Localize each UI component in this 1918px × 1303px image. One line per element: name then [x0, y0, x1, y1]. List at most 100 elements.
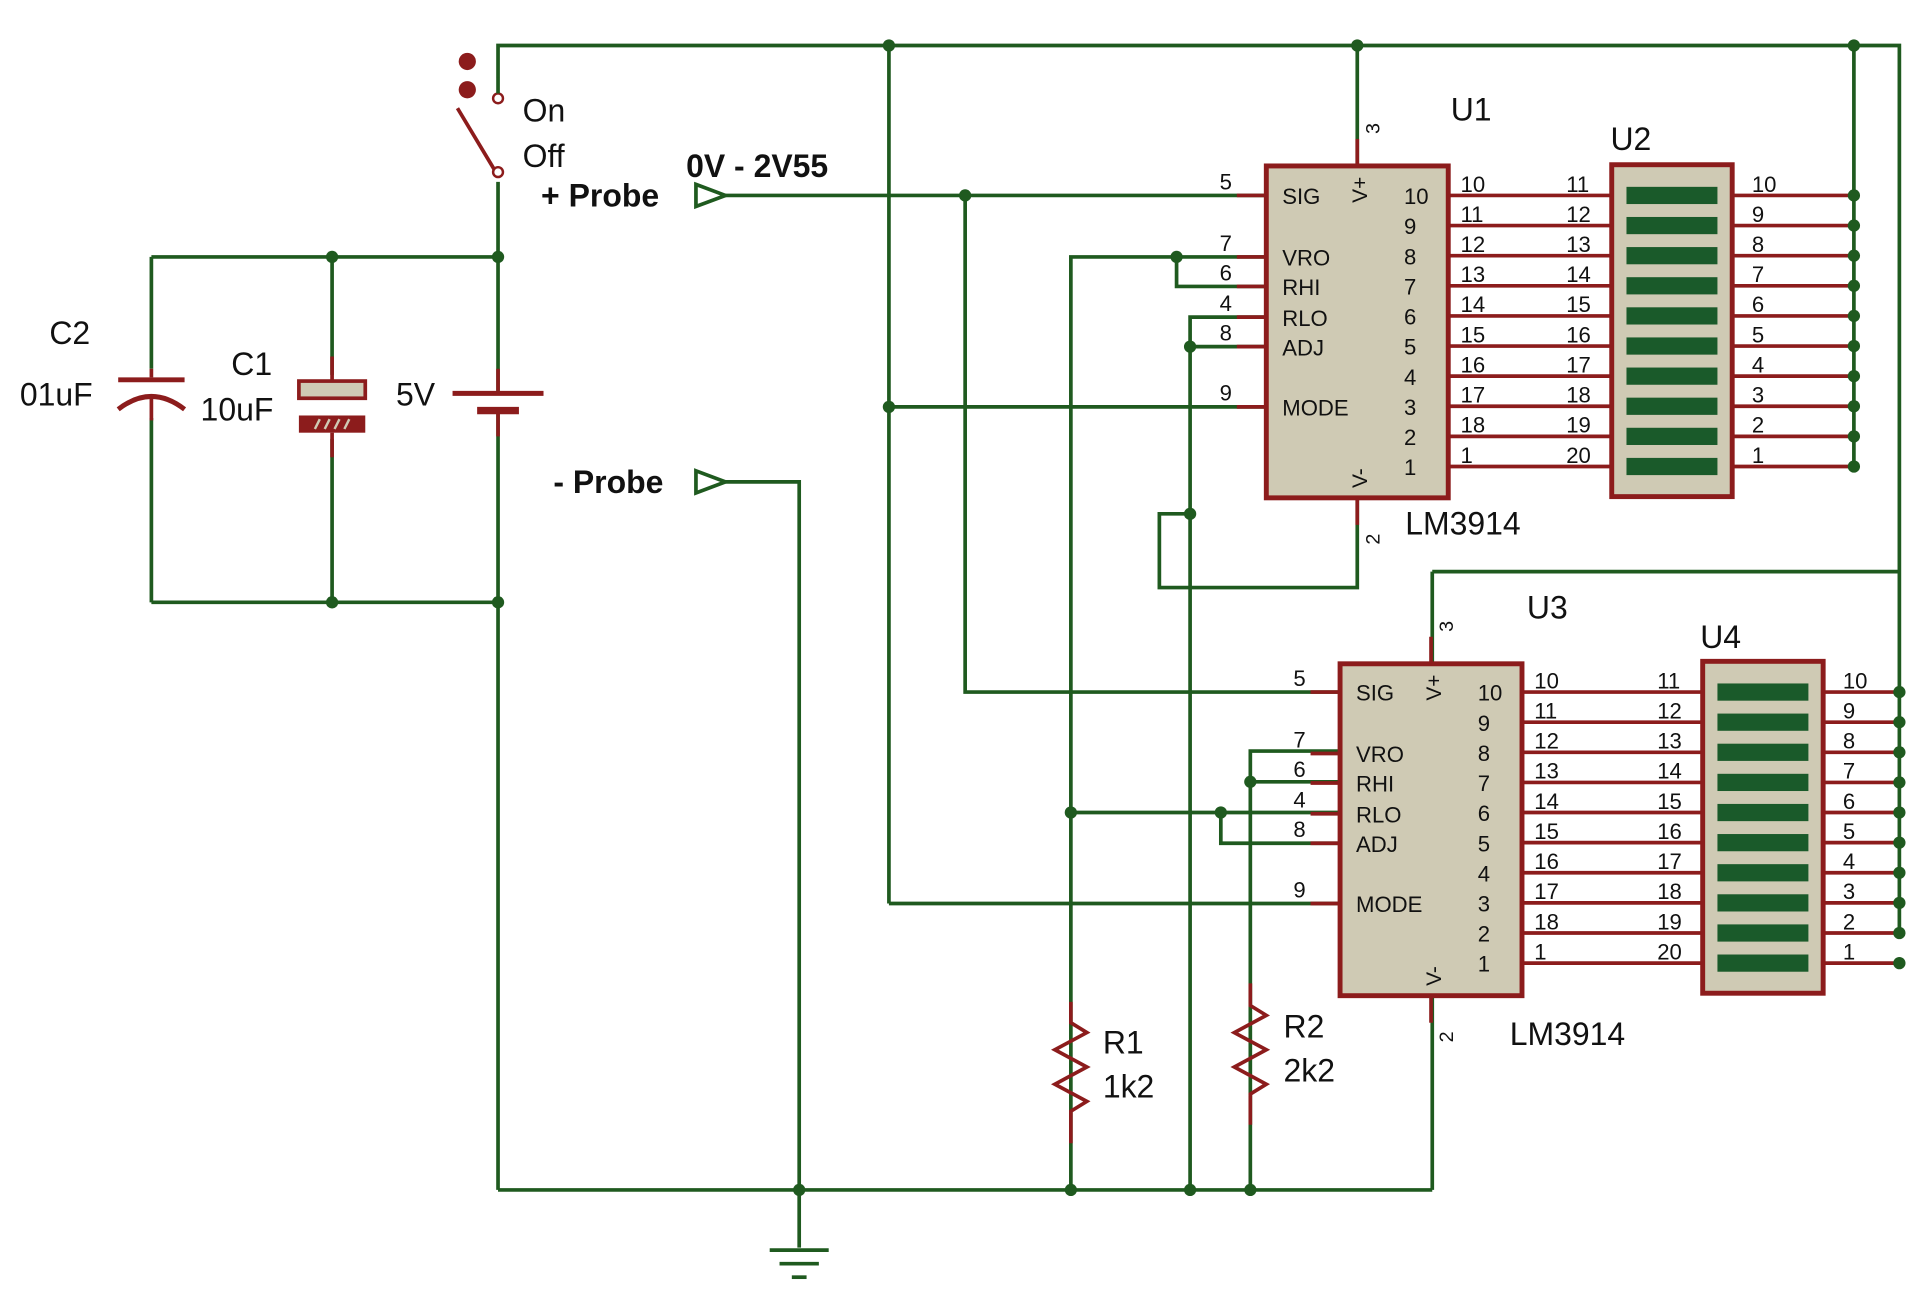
junction-dot — [1847, 279, 1861, 292]
bar-in-pin-number: 16 — [1566, 322, 1591, 347]
bar-out-pin-number: 8 — [1752, 232, 1764, 257]
bargraph-ref-u4: U4 — [1700, 619, 1741, 655]
pin-number-top: 3 — [1362, 123, 1384, 134]
right-pin-name: 10 — [1404, 184, 1429, 209]
left-pin-name: VRO — [1282, 246, 1330, 271]
right-pin-name: 7 — [1478, 771, 1490, 796]
junction-dot — [1847, 400, 1861, 413]
led-segment — [1626, 337, 1718, 355]
chip-pin-number: 14 — [1534, 789, 1559, 814]
left-pin-name: MODE — [1282, 395, 1348, 420]
chip-pin-number: 17 — [1461, 383, 1486, 408]
led-segment — [1717, 834, 1809, 852]
r2-ref: R2 — [1284, 1008, 1325, 1044]
bar-out-pin-number: 6 — [1752, 292, 1764, 317]
left-pin-number: 7 — [1220, 231, 1232, 256]
left-pin-name: RHI — [1356, 772, 1394, 797]
chip-pin-number: 16 — [1534, 849, 1559, 874]
bar-out-pin-number: 9 — [1752, 202, 1764, 227]
bar-out-pin-number: 9 — [1843, 698, 1855, 723]
bargraph-u2 — [1609, 162, 1735, 500]
led-segment — [1717, 773, 1809, 792]
left-pin-number: 9 — [1293, 877, 1305, 902]
bar-out-pin-number: 3 — [1843, 879, 1855, 904]
bar-out-pin-number: 8 — [1843, 729, 1855, 754]
vplus-label: V+ — [1349, 177, 1372, 203]
junction-dot — [1893, 956, 1906, 970]
right-pin-name: 5 — [1478, 831, 1490, 856]
chip-part-u1: LM3914 — [1405, 506, 1520, 542]
bar-out-pin-number: 4 — [1752, 352, 1764, 377]
chip-pin-number: 18 — [1461, 413, 1486, 438]
resistor-r1: R1 1k2 — [1050, 1001, 1154, 1144]
right-pin-name: 10 — [1478, 681, 1503, 706]
probe-negative: - Probe — [553, 464, 731, 500]
vplus-label: V+ — [1423, 675, 1446, 701]
chips-layer: U1LM3914V+V-325SIG7VRO6RHI4RLO8ADJ9MODEU… — [1220, 91, 1906, 1052]
chip-pin-number: 12 — [1534, 729, 1559, 754]
bargraph-u4 — [1700, 658, 1826, 996]
bar-out-pin-number: 6 — [1843, 789, 1855, 814]
led-segment — [1717, 924, 1809, 942]
left-pin-number: 7 — [1293, 727, 1305, 752]
bar-in-pin-number: 19 — [1657, 909, 1682, 934]
chip-pin-number: 11 — [1461, 202, 1484, 227]
led-segment — [1717, 683, 1809, 701]
chip-pin-number: 10 — [1461, 172, 1486, 197]
chip-u1 — [1263, 163, 1451, 501]
c1-ref: C1 — [231, 346, 272, 382]
capacitor-c1: C1 10uF — [201, 346, 368, 458]
bar-out-pin-number: 7 — [1843, 759, 1855, 784]
junction-dot — [1847, 219, 1861, 232]
chip-pin-number: 13 — [1461, 262, 1486, 287]
chip-pin-number: 14 — [1461, 292, 1486, 317]
right-pin-name: 3 — [1478, 891, 1490, 916]
bar-in-pin-number: 18 — [1566, 383, 1591, 408]
right-pin-name: 8 — [1404, 244, 1416, 269]
junction-dot — [1893, 776, 1906, 789]
vminus-label: V- — [1423, 966, 1446, 986]
right-pin-name: 7 — [1404, 274, 1416, 299]
junction-dot — [1893, 926, 1906, 940]
right-pin-name: 2 — [1478, 922, 1490, 947]
c2-value: 01uF — [20, 377, 93, 413]
junction-dot — [1893, 836, 1906, 849]
left-pin-name: ADJ — [1282, 335, 1324, 360]
left-pin-number: 9 — [1220, 381, 1232, 406]
led-segment — [1717, 743, 1809, 761]
bar-in-pin-number: 14 — [1657, 759, 1682, 784]
chip-pin-number: 10 — [1534, 668, 1559, 693]
left-pin-name: MODE — [1356, 892, 1422, 917]
led-segment — [1626, 216, 1718, 235]
chip-pin-number: 12 — [1461, 232, 1486, 257]
c1-value: 10uF — [201, 391, 274, 427]
chip-pin-number: 18 — [1534, 909, 1559, 934]
led-segment — [1717, 864, 1809, 882]
bar-in-pin-number: 16 — [1657, 819, 1682, 844]
right-pin-name: 6 — [1404, 305, 1416, 330]
led-segment — [1717, 954, 1809, 972]
left-pin-name: RLO — [1356, 802, 1401, 827]
right-pin-name: 6 — [1478, 801, 1490, 826]
junction-dot — [1893, 866, 1906, 879]
bar-out-pin-number: 3 — [1752, 383, 1764, 408]
chip-part-u3: LM3914 — [1510, 1016, 1625, 1052]
battery-value: 5V — [396, 377, 436, 413]
right-pin-name: 2 — [1404, 425, 1416, 450]
r1-ref: R1 — [1103, 1024, 1144, 1060]
bar-out-pin-number: 4 — [1843, 849, 1855, 874]
pin-number-bottom: 2 — [1362, 534, 1384, 545]
led-segment — [1717, 713, 1809, 731]
chip-pin-number: 1 — [1534, 939, 1546, 964]
battery: 5V — [396, 368, 544, 437]
right-pin-name: 9 — [1478, 711, 1490, 736]
bar-out-pin-number: 1 — [1752, 443, 1764, 468]
right-pin-name: 9 — [1404, 214, 1416, 239]
bar-in-pin-number: 12 — [1657, 698, 1682, 723]
led-segment — [1626, 427, 1718, 445]
bar-out-pin-number: 5 — [1843, 819, 1855, 844]
led-segment — [1626, 367, 1718, 385]
junction-dot — [1893, 806, 1906, 819]
left-pin-name: ADJ — [1356, 832, 1398, 857]
